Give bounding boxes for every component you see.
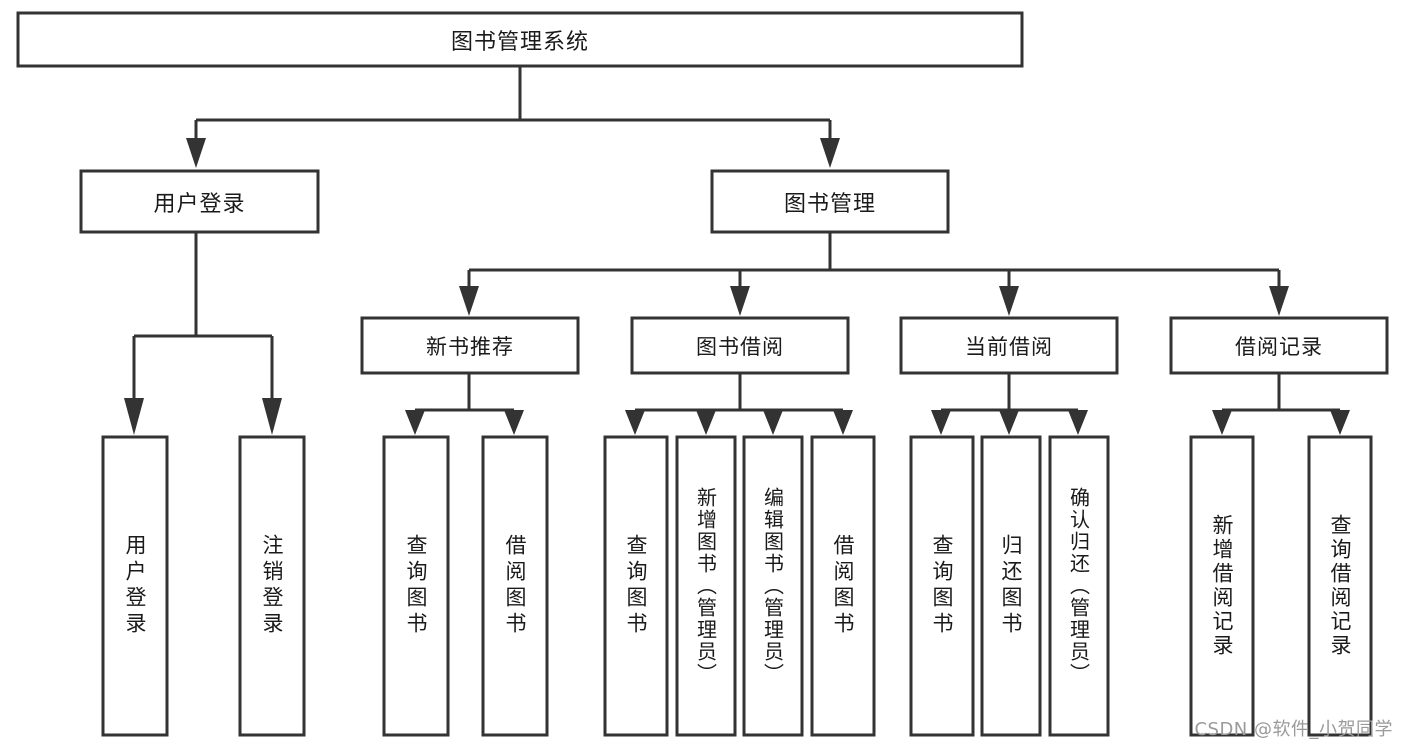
arrow-root-to-user-login (186, 138, 206, 168)
node-book-management-box[interactable] (710, 169, 950, 234)
arrow-new-book-leaf-2 (504, 410, 524, 435)
leaf-new-book-1-box[interactable] (382, 435, 450, 737)
leaf-book-borrow-1-label: 查询图书 (624, 534, 648, 638)
leaf-borrow-record-1-box[interactable] (1189, 435, 1255, 737)
arrow-user-login-leaf-2 (262, 398, 282, 435)
node-root-label: 图书管理系统 (450, 29, 589, 55)
node-new-book-recommend-box[interactable] (360, 316, 580, 375)
leaf-current-borrow-1[interactable]: 查询图书 (909, 435, 975, 737)
leaf-book-borrow-2-box[interactable] (675, 435, 737, 737)
leaf-borrow-record-2-box[interactable] (1307, 435, 1373, 737)
node-borrow-record[interactable]: 借阅记录 (1169, 316, 1389, 375)
arrow-book-mgmt-to-borrow-record (1269, 286, 1289, 316)
leaf-user-login-2-label: 注销登录 (260, 534, 284, 638)
arrow-book-borrow-leaf-2 (696, 410, 716, 435)
leaf-book-borrow-4[interactable]: 借阅图书 (810, 435, 876, 737)
arrow-book-mgmt-to-new-book (459, 286, 479, 316)
leaf-user-login-1-label: 用户登录 (123, 534, 147, 638)
arrow-book-mgmt-to-current-borrow (999, 286, 1019, 316)
leaf-new-book-2-box[interactable] (481, 435, 549, 737)
node-user-login[interactable]: 用户登录 (79, 169, 320, 234)
node-book-borrow[interactable]: 图书借阅 (630, 316, 850, 375)
arrow-current-borrow-leaf-3 (1068, 410, 1088, 435)
leaf-book-borrow-3-label: 编辑图书（管理员） (760, 487, 785, 685)
node-book-management[interactable]: 图书管理 (710, 169, 950, 234)
arrow-current-borrow-leaf-1 (931, 410, 951, 435)
leaf-current-borrow-3[interactable]: 确认归还（管理员） (1048, 435, 1110, 737)
node-borrow-record-label: 借阅记录 (1235, 334, 1323, 359)
node-user-login-box[interactable] (79, 169, 320, 234)
leaf-current-borrow-2-label: 归还图书 (999, 534, 1023, 638)
leaf-current-borrow-1-box[interactable] (909, 435, 975, 737)
leaf-borrow-record-1[interactable]: 新增借阅记录 (1189, 435, 1255, 737)
node-user-login-label: 用户登录 (153, 191, 246, 217)
leaf-new-book-1[interactable]: 查询图书 (382, 435, 450, 737)
node-borrow-record-box[interactable] (1169, 316, 1389, 375)
arrow-book-borrow-leaf-3 (763, 410, 783, 435)
arrow-borrow-record-leaf-1 (1212, 410, 1232, 435)
arrow-borrow-record-leaf-2 (1330, 410, 1350, 435)
node-book-management-label: 图书管理 (783, 191, 876, 217)
leaf-current-borrow-3-label: 确认归还（管理员） (1066, 487, 1091, 685)
leaf-current-borrow-2[interactable]: 归还图书 (980, 435, 1042, 737)
node-root-box[interactable] (16, 11, 1024, 68)
leaf-user-login-2[interactable]: 注销登录 (238, 435, 306, 737)
node-book-borrow-label: 图书借阅 (696, 334, 784, 359)
leaf-current-borrow-1-label: 查询图书 (930, 534, 954, 638)
leaf-borrow-record-1-label: 新增借阅记录 (1210, 514, 1234, 658)
node-book-borrow-box[interactable] (630, 316, 850, 375)
arrow-current-borrow-leaf-2 (999, 410, 1019, 435)
node-new-book-recommend-label: 新书推荐 (426, 334, 514, 359)
leaf-new-book-2[interactable]: 借阅图书 (481, 435, 549, 737)
leaf-book-borrow-2-label: 新增图书（管理员） (693, 487, 718, 685)
leaf-new-book-2-label: 借阅图书 (503, 534, 527, 638)
node-new-book-recommend[interactable]: 新书推荐 (360, 316, 580, 375)
node-current-borrow-label: 当前借阅 (965, 334, 1053, 359)
leaf-book-borrow-1[interactable]: 查询图书 (603, 435, 669, 737)
leaf-current-borrow-3-box[interactable] (1048, 435, 1110, 737)
leaf-book-borrow-3-box[interactable] (742, 435, 804, 737)
arrow-book-borrow-leaf-4 (833, 410, 853, 435)
connector-layer (124, 66, 1350, 435)
leaf-book-borrow-1-box[interactable] (603, 435, 669, 737)
node-current-borrow-box[interactable] (899, 316, 1119, 375)
leaf-user-login-1-box[interactable] (101, 435, 169, 737)
leaf-current-borrow-2-box[interactable] (980, 435, 1042, 737)
leaf-book-borrow-3[interactable]: 编辑图书（管理员） (742, 435, 804, 737)
leaf-book-borrow-2[interactable]: 新增图书（管理员） (675, 435, 737, 737)
leaf-book-borrow-4-label: 借阅图书 (831, 534, 855, 638)
leaf-user-login-2-box[interactable] (238, 435, 306, 737)
leaf-borrow-record-2-label: 查询借阅记录 (1328, 514, 1352, 658)
leaf-borrow-record-2[interactable]: 查询借阅记录 (1307, 435, 1373, 737)
leaf-new-book-1-label: 查询图书 (404, 534, 428, 638)
arrow-book-mgmt-to-book-borrow (730, 286, 750, 316)
arrow-new-book-leaf-1 (405, 410, 425, 435)
node-current-borrow[interactable]: 当前借阅 (899, 316, 1119, 375)
arrow-user-login-leaf-1 (124, 398, 144, 435)
leaf-user-login-1[interactable]: 用户登录 (101, 435, 169, 737)
node-root[interactable]: 图书管理系统 (16, 11, 1024, 68)
arrow-book-borrow-leaf-1 (625, 410, 645, 435)
arrow-root-to-book-mgmt (820, 138, 840, 168)
leaf-book-borrow-4-box[interactable] (810, 435, 876, 737)
